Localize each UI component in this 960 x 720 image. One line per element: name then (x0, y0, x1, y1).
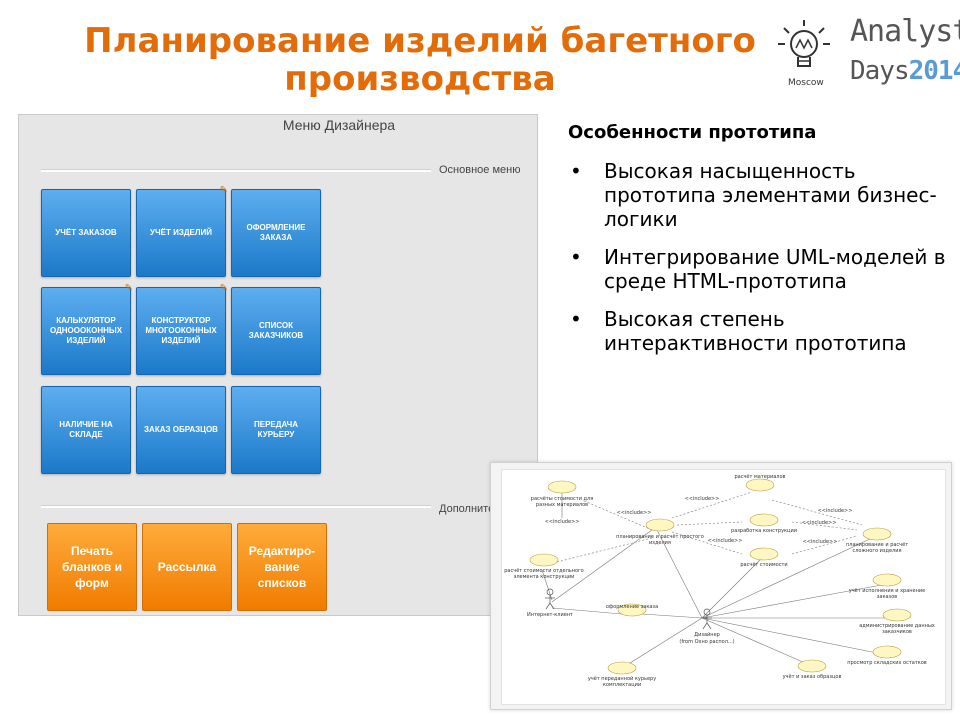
include-label: <<include>> (801, 520, 837, 526)
slide-title-line1: Планирование изделий багетного (84, 21, 756, 61)
tile-orders-label: Учёт заказов (55, 228, 117, 237)
feature-item: • Высокая степень интерактивности прототи… (568, 307, 948, 355)
tile-mailing-label: Рассылка (157, 560, 217, 574)
tile-order-form[interactable]: Оформление заказа (231, 189, 321, 277)
feature-item: • Интегрирование UML-моделей в среде HTML… (568, 245, 948, 293)
tile-courier-label: Передача курьеру (253, 420, 299, 439)
main-menu-divider (41, 169, 431, 172)
tile-samples[interactable]: Заказ образцов (136, 386, 226, 474)
tile-courier[interactable]: Передача курьеру (231, 386, 321, 474)
usecase-label: оформление заказа (605, 604, 659, 610)
tile-stock-label: Наличие на складе (59, 420, 113, 439)
include-label: <<include>> (544, 519, 580, 525)
usecase-label: планирование и расчёт сложного изделия (845, 542, 909, 554)
designer-menu-title: Меню Дизайнера (282, 117, 396, 133)
usecase-label: разработка конструкции (731, 528, 797, 534)
actor-label: (from Охно распол...) (679, 639, 735, 645)
tile-customers[interactable]: Список заказчиков (231, 287, 321, 375)
logo-text-days-word: Days (850, 56, 910, 86)
include-label: <<include>> (707, 538, 743, 544)
tile-order-form-label: Оформление заказа (246, 223, 306, 242)
include-label: <<include>> (802, 539, 838, 545)
usecase-label: расчёт материалов (734, 474, 786, 480)
feature-item: • Высокая насыщенность прототипа элемента… (568, 159, 948, 231)
usecase-label: администрирование данных заказчиков (859, 623, 935, 635)
lightbulb-icon (778, 20, 830, 67)
usecase-label: учёт переданной курьеру комплектации (587, 676, 657, 688)
actor-label: Интернет-клиент (527, 612, 573, 618)
tile-print-forms[interactable]: Печать бланков и форм (47, 523, 137, 611)
prototype-features: Особенности прототипа • Высокая насыщенно… (568, 122, 948, 369)
include-label: <<include>> (684, 496, 720, 502)
bullet-icon: • (570, 159, 582, 183)
usecase-label: расчёт стоимости отдельного элемента кон… (504, 568, 584, 580)
logo-text-analyst: Analyst (850, 14, 960, 49)
usecase-label: учёт исполнения и хранение заказов (848, 588, 926, 600)
analyst-days-logo: Moscow Analyst Days2014 (770, 12, 960, 92)
pencil-icon: ✎ (219, 283, 228, 294)
usecase-label: просмотр складских остатков (847, 660, 927, 666)
usecase-label: расчёты стоимости для разных материалов (530, 496, 594, 508)
actor-label: Дизайнер (694, 632, 720, 638)
uml-canvas: расчёты стоимости для разных материалов … (501, 469, 946, 705)
features-title: Особенности прототипа (568, 122, 817, 143)
feature-text: Интегрирование UML-моделей в среде HTML-… (604, 245, 946, 293)
tile-customers-label: Список заказчиков (248, 321, 304, 340)
logo-city: Moscow (788, 78, 824, 88)
tile-mailing[interactable]: Рассылка (142, 523, 232, 611)
tile-edit-lists-label: Редактиро-вание списков (248, 544, 316, 590)
tile-edit-lists[interactable]: Редактиро-вание списков (237, 523, 327, 611)
tile-orders[interactable]: Учёт заказов (41, 189, 131, 277)
feature-text: Высокая степень интерактивности прототип… (604, 307, 907, 355)
logo-year: 2014 (908, 56, 960, 86)
include-label: <<include>> (817, 508, 853, 514)
tile-products-label: Учёт изделий (150, 228, 212, 237)
pencil-icon: ✎ (124, 283, 133, 294)
tile-single-calculator[interactable]: ✎ Калькулятор одноооконных изделий (41, 283, 133, 375)
usecase-label: расчёт стоимости (740, 562, 788, 568)
extra-menu-divider (41, 505, 431, 508)
include-label: <<include>> (616, 510, 652, 516)
pencil-icon: ✎ (219, 185, 228, 196)
tile-multi-constructor[interactable]: ✎ Конструктор многооконных изделий (136, 283, 228, 375)
tile-stock[interactable]: Наличие на складе (41, 386, 131, 474)
designer-menu-panel: Меню Дизайнера Основное меню Учёт заказо… (18, 114, 538, 616)
bullet-icon: • (570, 307, 582, 331)
logo-text-days: Days2014 (850, 56, 960, 86)
slide-title: Планирование изделий багетного производс… (60, 22, 780, 98)
usecase-label: планирование и расчёт простого изделия (616, 534, 704, 546)
slide-title-line2: производства (284, 59, 556, 99)
tile-single-calculator-label: Калькулятор одноооконных изделий (49, 316, 123, 345)
tile-print-forms-label: Печать бланков и форм (62, 544, 122, 590)
feature-text: Высокая насыщенность прототипа элементам… (604, 159, 937, 231)
uml-diagram-screenshot: расчёты стоимости для разных материалов … (490, 462, 952, 710)
uml-connectors (529, 478, 912, 675)
bullet-icon: • (570, 245, 582, 269)
tile-multi-constructor-label: Конструктор многооконных изделий (145, 316, 217, 345)
main-menu-label: Основное меню (439, 164, 521, 176)
tile-products[interactable]: ✎ Учёт изделий (136, 185, 228, 277)
usecase-label: учёт и заказ образцов (782, 674, 842, 680)
tile-samples-label: Заказ образцов (144, 425, 218, 434)
